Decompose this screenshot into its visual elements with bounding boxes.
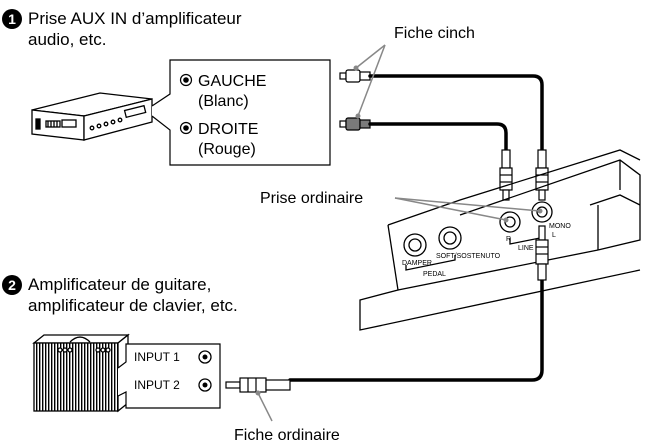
- step-1-text-line2: audio, etc.: [28, 30, 106, 49]
- step-1-number: 1: [8, 11, 16, 27]
- r-label: R: [506, 236, 511, 243]
- soft-sostenuto-label: SOFT/SOSTENUTO: [436, 253, 501, 260]
- fiche-cinch-label: Fiche cinch: [394, 25, 475, 42]
- mono-label: MONO: [549, 223, 571, 230]
- input-1-label: INPUT 1: [134, 350, 180, 364]
- step-2-text-line2: amplificateur de clavier, etc.: [28, 296, 238, 315]
- step-2-number: 2: [8, 277, 16, 293]
- plug-vertical-left: [499, 149, 513, 201]
- plug-horizontal: [225, 377, 291, 393]
- rca-plug-red: [339, 117, 371, 131]
- pedal-label: PEDAL: [423, 271, 446, 278]
- audio-amplifier-icon: [31, 92, 153, 141]
- cables: [288, 74, 544, 382]
- step-2-text-line1: Amplificateur de guitare,: [28, 275, 211, 294]
- step-1-badge: [2, 9, 22, 29]
- step-1: 1 Prise AUX IN d’amplificateur audio, et…: [2, 9, 242, 49]
- prise-ordinaire-callout: Prise ordinaire: [260, 190, 543, 223]
- guitar-amplifier-icon: [32, 333, 130, 413]
- damper-label: DAMPER: [402, 260, 432, 267]
- plug-down-mono: [535, 225, 549, 281]
- right-jack-color: (Rouge): [198, 141, 256, 158]
- fiche-ordinaire-callout: Fiche ordinaire: [234, 390, 340, 444]
- rca-plug-white: [339, 69, 371, 83]
- step-1-text-line1: Prise AUX IN d’amplificateur: [28, 9, 242, 28]
- step-2: 2 Amplificateur de guitare, amplificateu…: [2, 275, 238, 315]
- fiche-ordinaire-label: Fiche ordinaire: [234, 427, 340, 444]
- input-2-label: INPUT 2: [134, 378, 180, 392]
- guitar-amp-callout: INPUT 1 INPUT 2: [117, 343, 221, 409]
- right-jack-label: DROITE: [198, 121, 258, 138]
- l-label: L: [552, 232, 556, 239]
- left-jack-color: (Blanc): [198, 93, 249, 110]
- line-label: LINE: [518, 245, 534, 252]
- left-jack-label: GAUCHE: [198, 73, 266, 90]
- prise-ordinaire-label: Prise ordinaire: [260, 190, 363, 207]
- audio-amp-callout: GAUCHE (Blanc) DROITE (Rouge): [151, 59, 331, 166]
- panel-labels: DAMPER SOFT/SOSTENUTO PEDAL R LINE MONO …: [402, 223, 571, 278]
- fiche-cinch-callout: Fiche cinch: [353, 25, 475, 119]
- step-2-badge: [2, 275, 22, 295]
